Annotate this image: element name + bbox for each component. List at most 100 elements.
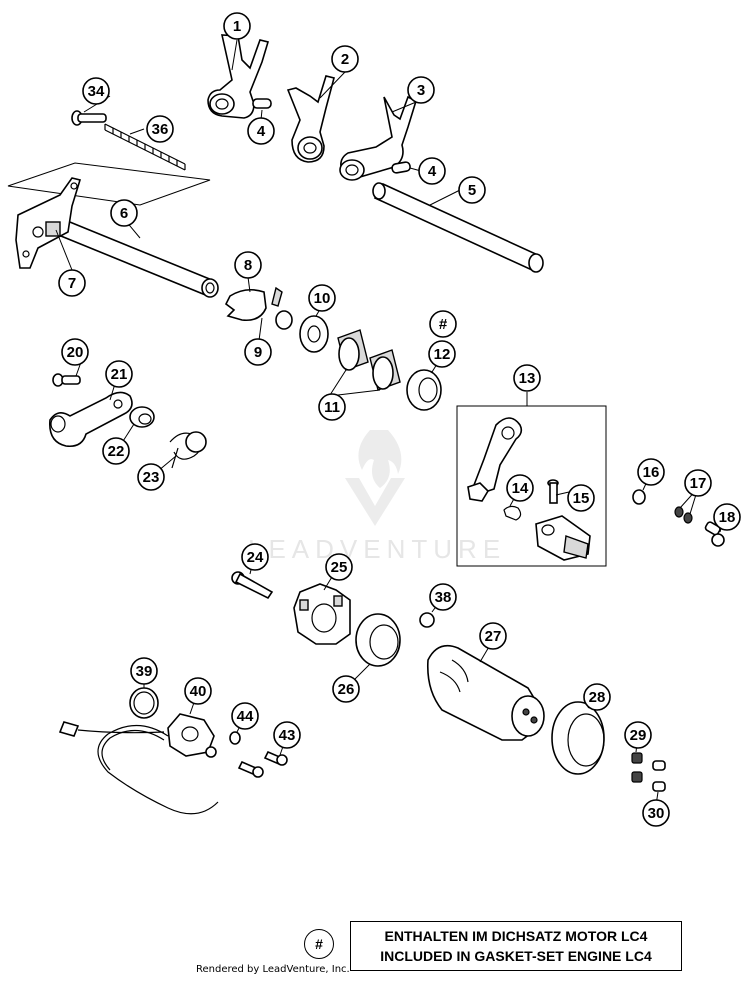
return-spring-36 [104, 123, 186, 171]
callout-28: 28 [583, 683, 611, 711]
svg-text:17: 17 [690, 475, 707, 492]
shift-drum-gear-25 [293, 583, 351, 645]
svg-text:7: 7 [68, 275, 76, 292]
callout-8: 8 [234, 251, 262, 279]
svg-text:6: 6 [120, 205, 128, 222]
callout-6: 6 [110, 199, 138, 227]
svg-text:36: 36 [152, 121, 169, 138]
legend-box: ENTHALTEN IM DICHSATZ MOTOR LC4 INCLUDED… [350, 921, 682, 971]
gear-sensor-40 [58, 713, 219, 815]
fork-pin-4b [391, 161, 411, 174]
screws-43 [237, 750, 288, 778]
legend-line-english: INCLUDED IN GASKET-SET ENGINE LC4 [380, 948, 652, 964]
callout-18: 18 [713, 503, 741, 531]
callout-39: 39 [130, 657, 158, 685]
callout-20: 20 [61, 338, 89, 366]
callouts: 1 2 3 4 4 5 6 7 8 9 10 11 # 12 13 14 15 … [58, 12, 741, 827]
svg-text:1: 1 [233, 18, 241, 35]
legend-line-german: ENTHALTEN IM DICHSATZ MOTOR LC4 [384, 928, 648, 944]
shift-fork-3 [339, 95, 417, 181]
lever-21-22 [49, 391, 133, 448]
callout-10: 10 [308, 284, 336, 312]
shift-fork-1 [207, 34, 270, 119]
svg-text:22: 22 [108, 443, 125, 460]
legend-hash-symbol: # [304, 929, 334, 959]
callout-11: 11 [318, 393, 346, 421]
callout-16: 16 [637, 458, 665, 486]
svg-text:14: 14 [512, 480, 529, 497]
callout-36: 36 [146, 115, 174, 143]
seal-ring-12 [406, 369, 442, 411]
callout-22: 22 [102, 437, 130, 465]
shift-drum-27 [426, 644, 545, 741]
svg-text:29: 29 [630, 727, 647, 744]
callout-40: 40 [184, 677, 212, 705]
callout-27: 27 [479, 622, 507, 650]
callout-24: 24 [241, 543, 269, 571]
callout-17: 17 [684, 469, 712, 497]
callout-5: 5 [458, 176, 486, 204]
o-ring-39 [129, 687, 159, 719]
callout-44: 44 [231, 702, 259, 730]
svg-text:34: 34 [88, 83, 105, 100]
svg-text:26: 26 [338, 681, 355, 698]
svg-text:16: 16 [643, 464, 660, 481]
svg-text:38: 38 [435, 589, 452, 606]
bolt-24 [231, 571, 274, 600]
svg-text:27: 27 [485, 628, 502, 645]
shift-lever-8-9 [224, 286, 293, 330]
callout-3: 3 [407, 76, 435, 104]
callout-38: 38 [429, 583, 457, 611]
svg-text:2: 2 [341, 51, 349, 68]
svg-text:23: 23 [143, 469, 160, 486]
bolt-20 [52, 373, 81, 387]
callout-34: 34 [82, 77, 110, 105]
callout-15: 15 [567, 484, 595, 512]
svg-text:25: 25 [331, 559, 348, 576]
svg-text:5: 5 [468, 182, 476, 199]
washer-10 [299, 315, 329, 353]
parts-29-30 [631, 752, 666, 792]
svg-text:12: 12 [434, 346, 451, 363]
svg-text:8: 8 [244, 257, 252, 274]
svg-text:15: 15 [573, 490, 590, 507]
callout-29: 29 [624, 721, 652, 749]
assembly-box-13 [456, 405, 607, 567]
svg-text:44: 44 [237, 708, 254, 725]
washer-small [205, 746, 217, 758]
svg-text:9: 9 [254, 344, 262, 361]
bolt-18 [704, 521, 725, 547]
pin-15 [547, 479, 559, 504]
callout-30: 30 [642, 799, 670, 827]
shift-lever-13 [467, 417, 523, 502]
callout-14: 14 [506, 474, 534, 502]
svg-text:10: 10 [314, 290, 331, 307]
callout-1: 1 [223, 12, 251, 40]
needle-bearings-11 [337, 329, 401, 391]
svg-text:39: 39 [136, 663, 153, 680]
svg-text:4: 4 [257, 123, 266, 140]
spring-clip-14 [503, 505, 522, 521]
leadventure-watermark: LEADVENTURE [248, 430, 506, 564]
spring-23 [169, 431, 207, 469]
svg-text:28: 28 [589, 689, 606, 706]
callout-9: 9 [244, 338, 272, 366]
svg-text:3: 3 [417, 82, 425, 99]
callout-4b: 4 [418, 157, 446, 185]
svg-text:43: 43 [279, 727, 296, 744]
sleeve-22 [129, 406, 155, 428]
callout-23: 23 [137, 463, 165, 491]
svg-text:4: 4 [428, 163, 437, 180]
svg-text:13: 13 [519, 370, 536, 387]
watermark-text: LEADVENTURE [248, 534, 506, 564]
callout-13: 13 [513, 364, 541, 392]
svg-text:30: 30 [648, 805, 665, 822]
callout-21: 21 [105, 360, 133, 388]
screw-38 [419, 612, 435, 628]
svg-text:20: 20 [67, 344, 84, 361]
fork-pin-4a [252, 98, 272, 109]
svg-text:21: 21 [111, 366, 128, 383]
shift-shaft-box [7, 162, 211, 206]
pin-34 [71, 110, 107, 126]
callout-25: 25 [325, 553, 353, 581]
